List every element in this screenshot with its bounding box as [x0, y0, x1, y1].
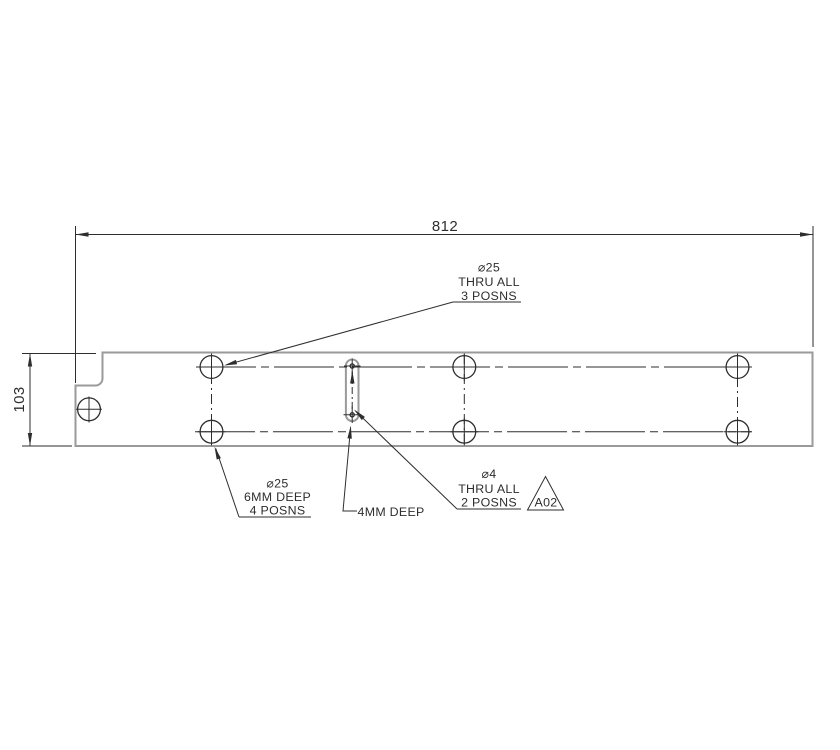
leader-arrow-thru4-bottom [354, 409, 365, 421]
callout-thru4-diameter: ⌀4 [482, 467, 497, 481]
crosshair-hole-thru25-3 [723, 353, 752, 381]
leader-arrow-thru25 [224, 359, 238, 366]
leader-arrow-thru4-top [350, 370, 355, 384]
callout-thru25-diameter: ⌀25 [478, 261, 500, 275]
callout-deep25-diameter: ⌀25 [266, 477, 288, 491]
revision-triangle [526, 475, 565, 511]
callout-slot-depth-label: 4MM DEEP [358, 505, 425, 519]
callout-deep25-positions: 4 POSNS [250, 504, 306, 518]
dimension-height-label: 103 [11, 386, 28, 412]
callout-thru25-positions: 3 POSNS [461, 289, 517, 303]
callout-thru4: ⌀4 THRU ALL 2 POSNS [350, 370, 521, 510]
callout-thru25-depth: THRU ALL [458, 275, 520, 289]
callout-thru25: ⌀25 THRU ALL 3 POSNS [224, 261, 521, 366]
callout-thru4-depth: THRU ALL [458, 482, 520, 496]
callout-deep25-depth: 6MM DEEP [244, 490, 311, 504]
crosshair-hole-thru25-1 [197, 353, 226, 381]
leader-deep25 [215, 448, 240, 518]
dim-arrow-top [27, 353, 33, 367]
crosshair-hole-thru4-1 [344, 358, 361, 374]
dim-arrow-left [75, 232, 89, 237]
crosshair-hole-deep25-2 [197, 417, 226, 446]
revision-flag: A02 [526, 475, 565, 511]
callout-deep25: ⌀25 6MM DEEP 4 POSNS [214, 446, 311, 518]
crosshair-hole-thru25-2 [450, 353, 479, 381]
crosshair-hole-deep25-1 [76, 396, 102, 423]
crosshair-hole-deep25-4 [723, 417, 752, 446]
revision-flag-label: A02 [535, 496, 558, 510]
leader-arrow-deep25 [214, 446, 221, 460]
plate-outline [74, 351, 814, 447]
leader-slot-depth [342, 427, 357, 512]
callout-slot-depth: 4MM DEEP [342, 425, 425, 519]
dim-arrow-bottom [27, 433, 33, 446]
leader-thru25 [226, 301, 454, 366]
crosshair-hole-deep25-3 [450, 417, 479, 446]
dimension-width-label: 812 [432, 218, 458, 235]
dimension-height: 103 [11, 353, 96, 447]
leader-arrow-slot-depth [347, 425, 352, 439]
leader-thru4 [355, 410, 458, 510]
centerlines [76, 353, 752, 446]
dimension-width: 812 [75, 218, 814, 383]
callout-thru4-positions: 2 POSNS [461, 496, 517, 510]
dim-arrow-right [800, 232, 813, 237]
